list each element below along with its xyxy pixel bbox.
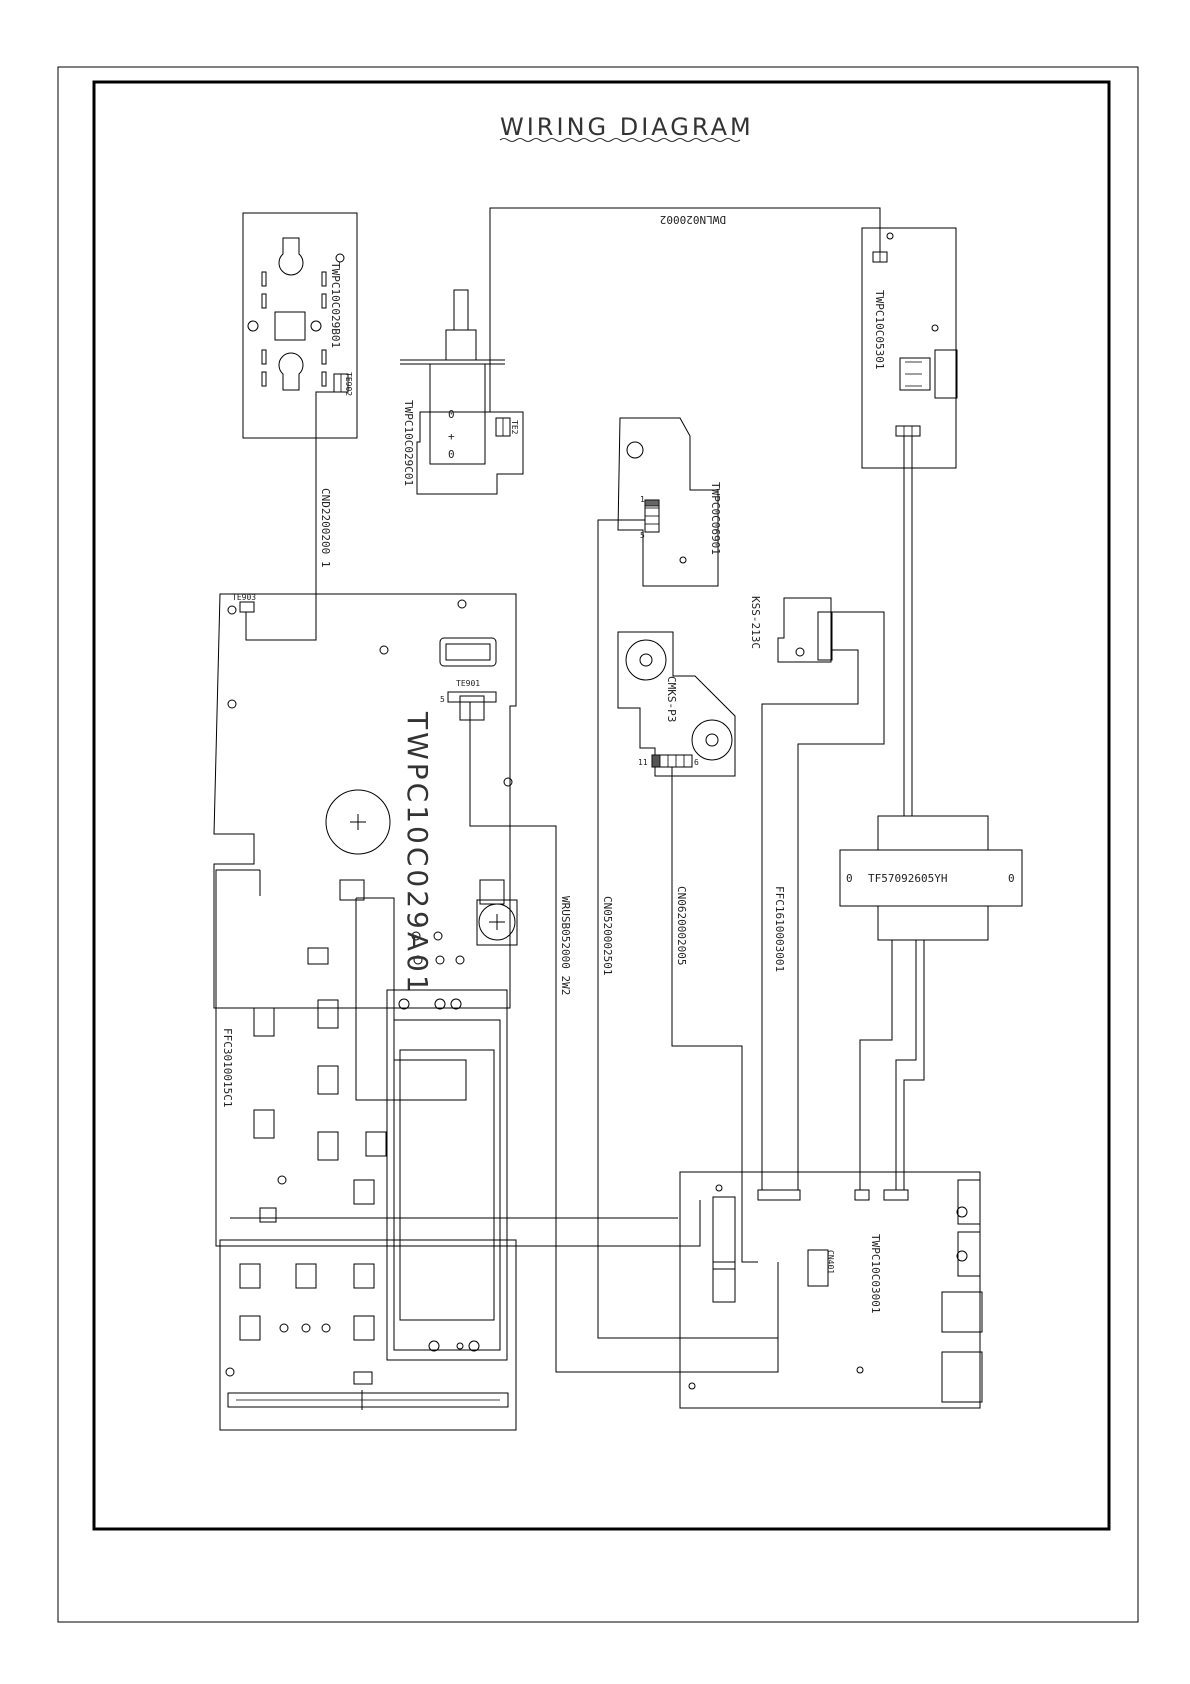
svg-text:+: + [448, 430, 455, 443]
board-069-pin5: 5 [640, 531, 645, 540]
svg-text:0: 0 [1008, 872, 1015, 885]
transformer-label: TF57092605YH [868, 872, 947, 885]
pickup-kss213c [778, 598, 832, 662]
cn401-label: CN401 [826, 1250, 835, 1274]
display-board [387, 990, 507, 1360]
diagram-title: WIRING DIAGRAM [500, 113, 754, 141]
inner-frame [94, 82, 1109, 1529]
te901-pin5: 5 [440, 695, 445, 704]
board-3001 [680, 1172, 982, 1408]
cable-cn052: CN0520002501 [601, 896, 614, 975]
board-main-label: TWPC10C029A01 [401, 711, 434, 996]
cable-ffc301: FFC3010015C1 [221, 1028, 234, 1107]
board-29c01: 0 + 0 [400, 290, 523, 494]
cable-ffc161: FFC1610003001 [773, 886, 786, 972]
mech-pin6: 6 [694, 758, 699, 767]
pickup-label: KSS-213C [749, 596, 762, 649]
board-069-label: TWPC0C06901 [709, 482, 722, 555]
board-main-29a01 [214, 594, 517, 1222]
svg-text:0: 0 [846, 872, 853, 885]
mech-pin11: 11 [638, 758, 648, 767]
board-29b01-label: TWPC10C029B01 [329, 262, 342, 348]
te2-label: TE2 [510, 420, 519, 435]
te903-connector [240, 602, 254, 612]
cable-cnd2: CND2200200 1 [319, 488, 332, 567]
board-29c01-label: TWPC10C029C01 [402, 400, 415, 486]
board-0530-label: TWPC10C05301 [873, 290, 886, 369]
te901-connector [448, 692, 496, 702]
svg-text:0: 0 [448, 408, 455, 421]
te901-label: TE901 [456, 679, 480, 688]
mech-label: CMKS-P3 [665, 676, 678, 722]
cable-wrusb: WRUSB052000 2W2 [559, 896, 572, 995]
svg-text:0: 0 [448, 448, 455, 461]
te903-label: TE903 [232, 593, 256, 602]
board-069 [618, 418, 718, 586]
te902-label: TE902 [344, 372, 353, 396]
cable-cn0620: CN0620002005 [675, 886, 688, 965]
board-3001-label: TWPC10C03001 [869, 1234, 882, 1313]
keypad-board [220, 1240, 516, 1430]
cable-dwln: DWLN020002 [660, 213, 726, 226]
board-069-pin1: 1 [640, 495, 645, 504]
